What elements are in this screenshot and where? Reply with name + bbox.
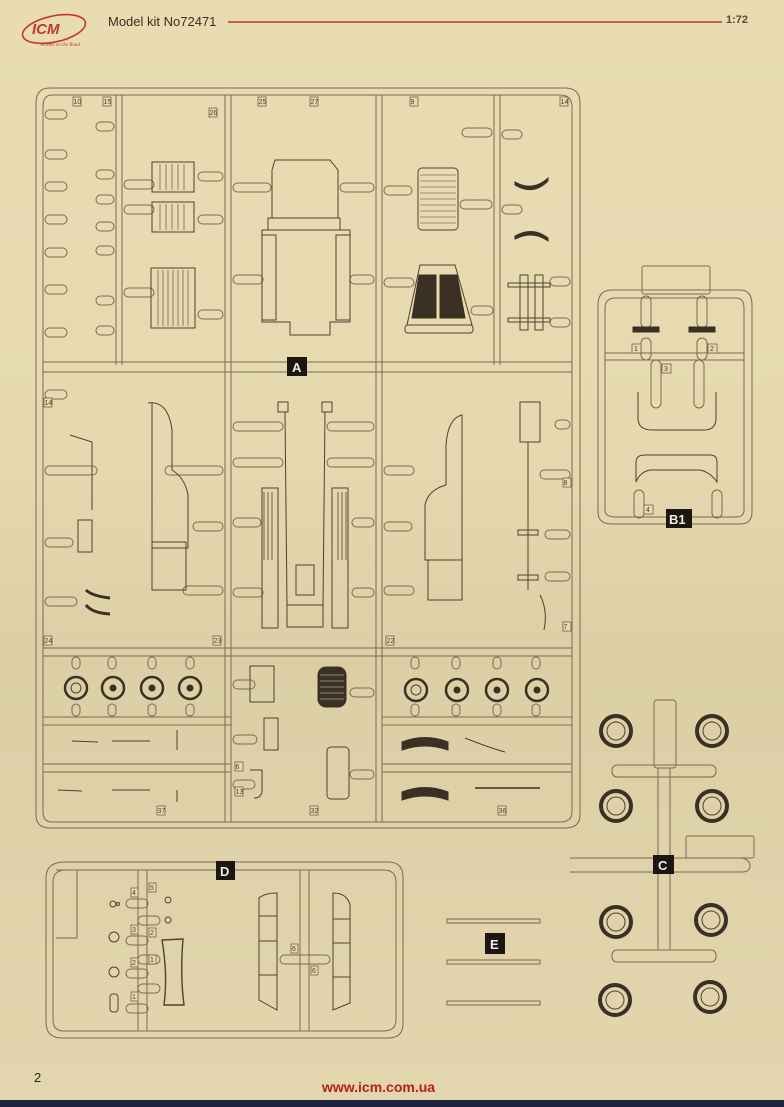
d-part-num: 4	[132, 890, 136, 897]
a-part-num: 25	[259, 99, 267, 106]
d-part-numbers: 4 5 3 2 2 1 1 6 6	[130, 882, 319, 1002]
d-part-num: 6	[292, 946, 296, 953]
d-part-num: 2	[150, 930, 154, 937]
d-part-num: 6	[312, 968, 316, 975]
sprue-b1-label: B1	[669, 512, 686, 527]
d-part-num: 1	[150, 957, 154, 964]
a-part-num: 32	[311, 808, 319, 815]
d-part-num: 2	[132, 960, 136, 967]
a-part-num: 14	[561, 99, 569, 106]
a-part-num: 26	[210, 110, 218, 117]
scale-label: 1:72	[726, 14, 749, 26]
floor-pan	[261, 159, 351, 336]
sprue-c-tag	[653, 855, 674, 874]
chassis-frame	[261, 401, 349, 629]
leaf-springs	[507, 176, 551, 331]
kit-title: Model kit No72471	[108, 14, 217, 29]
a-part-num: 10	[74, 99, 82, 106]
a-part-num: 37	[158, 808, 166, 815]
website-link[interactable]: www.icm.com.ua	[322, 1079, 436, 1095]
radiator	[404, 167, 474, 334]
logo-tagline: Wheels on the Road	[40, 43, 80, 48]
a-part-num: 22	[387, 638, 395, 645]
sprue-a: 10 15 26 25 27 9 14 14 24 23 8 7 22 6 13 32 37 36 A	[35, 87, 581, 829]
small-parts-left	[57, 730, 178, 802]
sprue-d-tag	[216, 861, 235, 880]
part-numbers: 10 15 26 25 27 9 14 14 24 23 8 7 22 6 13 32 37 36	[43, 96, 572, 816]
sprue-e: E	[446, 918, 541, 1006]
sprue-e-label: E	[490, 937, 499, 952]
b1-part-3: 3	[664, 366, 668, 373]
fender-right	[424, 401, 546, 631]
b1-part-4: 4	[646, 507, 650, 514]
a-part-num: 13	[236, 789, 244, 796]
b1-part-1: 1	[634, 346, 638, 353]
sprue-c: C	[570, 699, 755, 1017]
wheels-left	[63, 675, 203, 701]
sprue-c-label: C	[658, 858, 668, 873]
d-part-num: 3	[132, 927, 136, 934]
sprue-e-tag	[485, 933, 505, 954]
a-part-num: 7	[564, 624, 568, 631]
engine-parts	[249, 665, 350, 800]
sprue-a-tag	[287, 357, 307, 376]
a-part-num: 9	[411, 99, 415, 106]
a-part-num: 24	[45, 638, 53, 645]
sprue-d-label: D	[220, 864, 229, 879]
d-part-num: 5	[150, 885, 154, 892]
d-part-num: 1	[132, 994, 136, 1001]
icm-logo: ICM Wheels on the Road	[21, 13, 87, 48]
wheels-right	[403, 677, 550, 703]
sprue-d: 4 5 3 2 2 1 1 6 6 D	[45, 861, 404, 1039]
page-number: 2	[34, 1070, 42, 1085]
a-part-num: 14	[45, 400, 53, 407]
b1-part-2: 2	[710, 346, 714, 353]
a-part-num: 36	[499, 808, 507, 815]
a-part-num: 15	[104, 99, 112, 106]
sprue-b1-tag	[666, 509, 692, 528]
a-part-num: 23	[214, 638, 222, 645]
logo-brand: ICM	[32, 21, 60, 38]
seats	[150, 161, 196, 329]
a-part-num: 27	[311, 99, 319, 106]
sprue-a-label: A	[292, 360, 302, 375]
background-edge	[0, 1100, 784, 1107]
a-part-num: 6	[236, 764, 240, 771]
a-part-num: 8	[564, 480, 568, 487]
bumpers	[401, 737, 540, 801]
sprue-b1: 1 2 3 4 B1	[597, 265, 753, 528]
header-rule	[228, 21, 722, 23]
fender-left	[69, 402, 189, 616]
